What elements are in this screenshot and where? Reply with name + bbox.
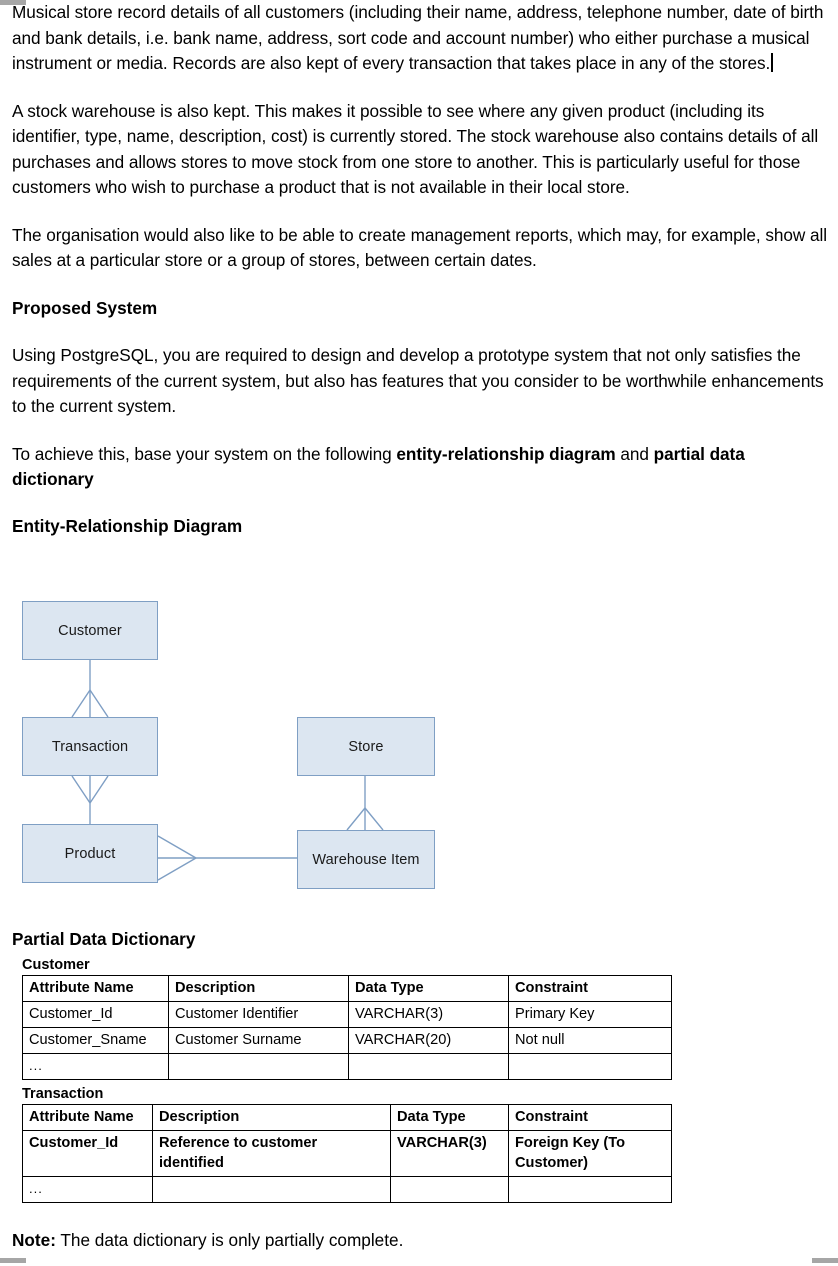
cell-constraint: Primary Key (508, 1001, 672, 1028)
column-header-constraint: Constraint (508, 975, 672, 1002)
heading-erd: Entity-Relationship Diagram (12, 515, 243, 536)
erd-connectors (71, 660, 384, 881)
table-row: Customer_Id Reference to customer identi… (22, 1130, 672, 1177)
erd-entity-store-label: Store (348, 738, 384, 755)
paragraph-proposed-system: Using PostgreSQL, you are required to de… (12, 345, 824, 416)
erd-entity-warehouse-item-label: Warehouse Item (312, 851, 420, 868)
text-caret (771, 53, 773, 72)
paragraph-reports: The organisation would also like to be a… (12, 224, 828, 271)
table-label-transaction: Transaction (22, 1086, 104, 1102)
cell-empty (152, 1176, 391, 1203)
note-label: Note: (12, 1230, 56, 1250)
paragraph-intro-text: Musical store record details of all cust… (12, 2, 824, 73)
table-row: Customer_Id Customer Identifier VARCHAR(… (22, 1001, 672, 1028)
entity-relationship-diagram: Customer Transaction Product Store Wareh… (0, 590, 838, 910)
table-label-customer: Customer (22, 957, 90, 973)
paragraph-warehouse: A stock warehouse is also kept. This mak… (12, 100, 819, 198)
erd-entity-product-label: Product (64, 845, 116, 862)
column-header-description: Description (168, 975, 349, 1002)
erd-entity-transaction[interactable]: Transaction (22, 717, 158, 776)
cell-empty (390, 1176, 509, 1203)
column-header-attribute-name: Attribute Name (22, 975, 169, 1002)
cell-ellipsis: ... (22, 1176, 153, 1203)
cell-empty (348, 1053, 509, 1080)
achieve-mid: and (615, 443, 654, 464)
cell-constraint: Foreign Key (To Customer) (508, 1130, 672, 1177)
column-header-data-type: Data Type (390, 1104, 509, 1131)
document-body: Musical store record details of all cust… (12, 0, 830, 561)
note-text: The data dictionary is only partially co… (55, 1230, 404, 1250)
crowfoot-warehouse (346, 807, 384, 831)
table-header-row: Attribute Name Description Data Type Con… (22, 975, 672, 1002)
erd-entity-customer-label: Customer (58, 622, 122, 639)
cell-description: Reference to customer identified (152, 1130, 391, 1177)
cell-attribute-name: Customer_Id (22, 1130, 153, 1177)
page-margin-tick-top-left (0, 0, 26, 5)
column-header-description: Description (152, 1104, 391, 1131)
heading-proposed-system: Proposed System (12, 297, 158, 318)
cell-ellipsis: ... (22, 1053, 169, 1080)
page-margin-tick-bottom-right (812, 1258, 838, 1263)
note-partially-complete: Note: The data dictionary is only partia… (12, 1228, 403, 1253)
cell-description: Customer Surname (168, 1027, 349, 1054)
column-header-data-type: Data Type (348, 975, 509, 1002)
column-header-attribute-name: Attribute Name (22, 1104, 153, 1131)
crowfoot-customer (71, 689, 109, 718)
cell-empty (508, 1176, 672, 1203)
erd-entity-product[interactable]: Product (22, 824, 158, 883)
crowfoot-product-top (71, 775, 109, 804)
cell-attribute-name: Customer_Id (22, 1001, 169, 1028)
paragraph-achieve: To achieve this, base your system on the… (12, 442, 830, 493)
table-row-ellipsis: ... (22, 1053, 672, 1080)
achieve-bold-dictionary: partial data dictionary (12, 443, 745, 490)
cell-empty (508, 1053, 672, 1080)
erd-entity-customer[interactable]: Customer (22, 601, 158, 660)
cell-attribute-name: Customer_Sname (22, 1027, 169, 1054)
heading-partial-data-dictionary: Partial Data Dictionary (12, 929, 196, 949)
cell-constraint: Not null (508, 1027, 672, 1054)
achieve-bold-erd: entity-relationship diagram (396, 443, 616, 464)
cell-description: Customer Identifier (168, 1001, 349, 1028)
cell-data-type: VARCHAR(3) (348, 1001, 509, 1028)
erd-entity-transaction-label: Transaction (51, 738, 129, 755)
cell-data-type: VARCHAR(20) (348, 1027, 509, 1054)
table-row-ellipsis: ... (22, 1176, 672, 1203)
table-row: Customer_Sname Customer Surname VARCHAR(… (22, 1027, 672, 1054)
column-header-constraint: Constraint (508, 1104, 672, 1131)
table-header-row: Attribute Name Description Data Type Con… (22, 1104, 672, 1131)
cell-empty (168, 1053, 349, 1080)
erd-entity-store[interactable]: Store (297, 717, 435, 776)
data-dictionary-table-customer: Attribute Name Description Data Type Con… (22, 975, 672, 1080)
cell-data-type: VARCHAR(3) (390, 1130, 509, 1177)
paragraph-intro: Musical store record details of all cust… (12, 0, 830, 77)
page-margin-tick-bottom-left (0, 1258, 26, 1263)
achieve-prefix: To achieve this, base your system on the… (12, 443, 397, 464)
data-dictionary-table-transaction: Attribute Name Description Data Type Con… (22, 1104, 672, 1203)
crowfoot-product-right (157, 835, 197, 881)
erd-entity-warehouse-item[interactable]: Warehouse Item (297, 830, 435, 889)
